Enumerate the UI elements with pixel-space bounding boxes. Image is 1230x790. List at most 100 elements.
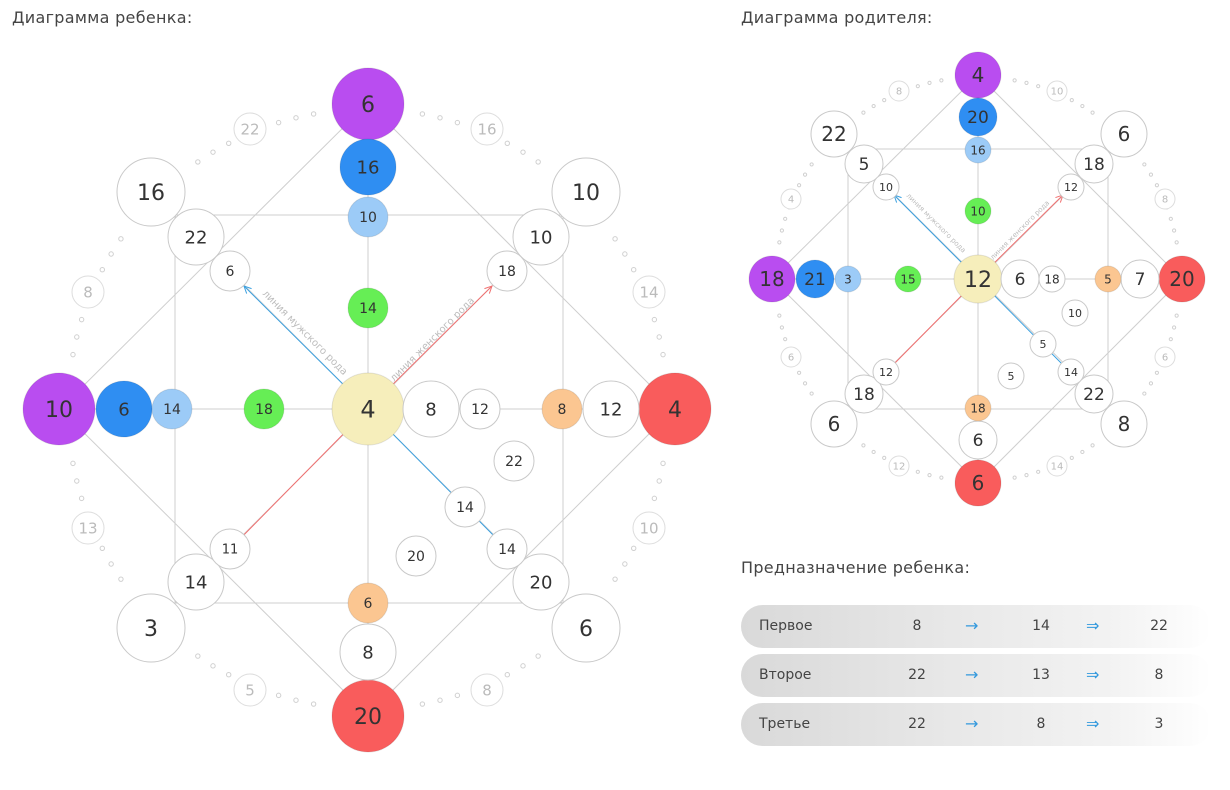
parent-corner-tl-inner-label: 10 (879, 181, 893, 194)
child-top-inner-label: 10 (359, 210, 377, 226)
parent-middle-label: 10 (970, 204, 985, 218)
parent-left-core-label: 15 (900, 272, 915, 286)
child-top-mid-label: 16 (357, 157, 380, 178)
child-right-core-1-circle (402, 380, 460, 438)
parent-bottom-mid-label: 6 (973, 431, 984, 451)
ring-dot (504, 671, 510, 678)
ring-dot (651, 495, 658, 502)
purpose-value: 3 (1154, 716, 1164, 732)
ring-dot (118, 236, 124, 242)
child-bottom-outer-label: 20 (354, 705, 382, 730)
child-bottom-mid-label: 8 (362, 642, 373, 663)
ring-dot (1090, 110, 1095, 115)
parent-corner-tl-mid-circle (844, 144, 884, 184)
parent-left-mid-circle (795, 259, 835, 299)
parent-top-mid-circle (958, 97, 998, 137)
ring-dot (1090, 443, 1095, 448)
parent-left-mid-label: 21 (804, 270, 826, 290)
ring-dot (915, 469, 920, 474)
parent-right-inner-label: 5 (1104, 272, 1112, 286)
child-right-mid-circle (582, 380, 640, 438)
ring-dot (70, 460, 76, 467)
ring-dot (777, 240, 782, 245)
parent-bottom-inner-circle (964, 394, 992, 422)
ring-dot (419, 701, 426, 707)
parent-corner-br-inner-label: 14 (1064, 366, 1078, 379)
purpose-value: 22 (1150, 618, 1168, 634)
child-left-core-circle (243, 388, 285, 430)
ring-dot (1171, 228, 1177, 233)
parent-ring-value-label: 4 (788, 195, 794, 206)
parent-female-line-label: линия женского рода (989, 199, 1051, 261)
ring-dot (504, 140, 510, 147)
ring-dot (226, 140, 232, 147)
parent-ring-value-label: 6 (788, 353, 794, 364)
ring-dot (1080, 103, 1085, 109)
parent-love-1-label: 10 (1068, 307, 1082, 320)
child-middle-circle (347, 287, 389, 329)
parent-right-core-2-label: 18 (1044, 272, 1059, 286)
parent-left-core-circle (894, 265, 922, 293)
child-top-outer-label: 6 (361, 93, 375, 118)
parent-bottom-inner-label: 18 (970, 401, 985, 415)
child-corner-bl-mid-label: 14 (185, 572, 208, 593)
parent-male-line-label: линия мужского рода (905, 192, 968, 255)
child-corner-tl-inner-label: 6 (226, 264, 235, 280)
child-corner-bl-inner-circle (209, 528, 251, 570)
child-ring-value-circle (632, 275, 666, 309)
ring-dot (437, 115, 443, 121)
parent-corner-tl-outer-circle (810, 110, 858, 158)
ring-dot (1174, 313, 1179, 318)
child-ring-value-circle (71, 511, 105, 545)
child-ring-value-circle (632, 511, 666, 545)
ring-dot (275, 119, 282, 126)
child-right-inner-circle (541, 388, 583, 430)
child-ring-value-circle (470, 673, 504, 707)
parent-corner-tl-inner-circle (872, 173, 900, 201)
child-corner-tr-mid-label: 10 (530, 227, 553, 248)
parent-corner-bl-inner-label: 12 (879, 366, 893, 379)
child-corner-tr-mid-circle (512, 208, 570, 266)
purpose-value: 8 (912, 618, 922, 634)
double-arrow-icon: ⇒ (1086, 714, 1100, 733)
purpose-title: Предназначение ребенка: (741, 558, 971, 577)
parent-top-inner-label: 16 (970, 143, 985, 157)
child-left-inner-label: 14 (163, 402, 181, 418)
ring-dot (99, 267, 106, 273)
parent-corner-br-mid-circle (1074, 374, 1114, 414)
child-love-3-circle (395, 535, 437, 577)
parent-corner-tr-inner-label: 12 (1064, 181, 1078, 194)
parent-right-core-2-circle (1038, 265, 1066, 293)
child-top-mid-circle (339, 138, 397, 196)
ring-dot (1148, 172, 1154, 177)
ring-dot (779, 228, 785, 233)
ring-dot (1174, 240, 1179, 245)
child-ring-value-label: 14 (639, 283, 658, 301)
arrow-icon: → (965, 714, 979, 733)
child-left-inner-circle (151, 388, 193, 430)
child-center-label: 4 (360, 396, 375, 424)
parent-ring-value-label: 10 (1051, 87, 1064, 98)
ring-dot (78, 495, 85, 502)
purpose-row-third: Третье 22 → 8 ⇒ 3 (741, 703, 1211, 746)
purpose-value: 13 (1032, 667, 1050, 683)
child-right-core-2-circle (459, 388, 501, 430)
ring-dot (809, 162, 814, 167)
parent-bottom-outer-label: 6 (972, 471, 985, 495)
parent-center-label: 12 (964, 268, 992, 293)
purpose-value: 8 (1036, 716, 1046, 732)
ring-dot (454, 692, 461, 699)
ring-dot (777, 313, 782, 318)
parent-corner-br-mid-label: 22 (1083, 385, 1105, 405)
ring-dot (871, 449, 876, 455)
ring-dot (520, 149, 526, 155)
child-middle-label: 14 (359, 301, 377, 317)
child-diagram-title: Диаграмма ребенка: (12, 8, 193, 27)
child-love-2-circle (444, 486, 486, 528)
ring-dot (1024, 472, 1029, 478)
purpose-table: Первое 8 → 14 ⇒ 22 Второе 22 → 13 ⇒ 8 Тр… (741, 605, 1211, 752)
purpose-value: 8 (1154, 667, 1164, 683)
parent-love-2-circle (1029, 330, 1057, 358)
ring-dot (802, 381, 808, 386)
